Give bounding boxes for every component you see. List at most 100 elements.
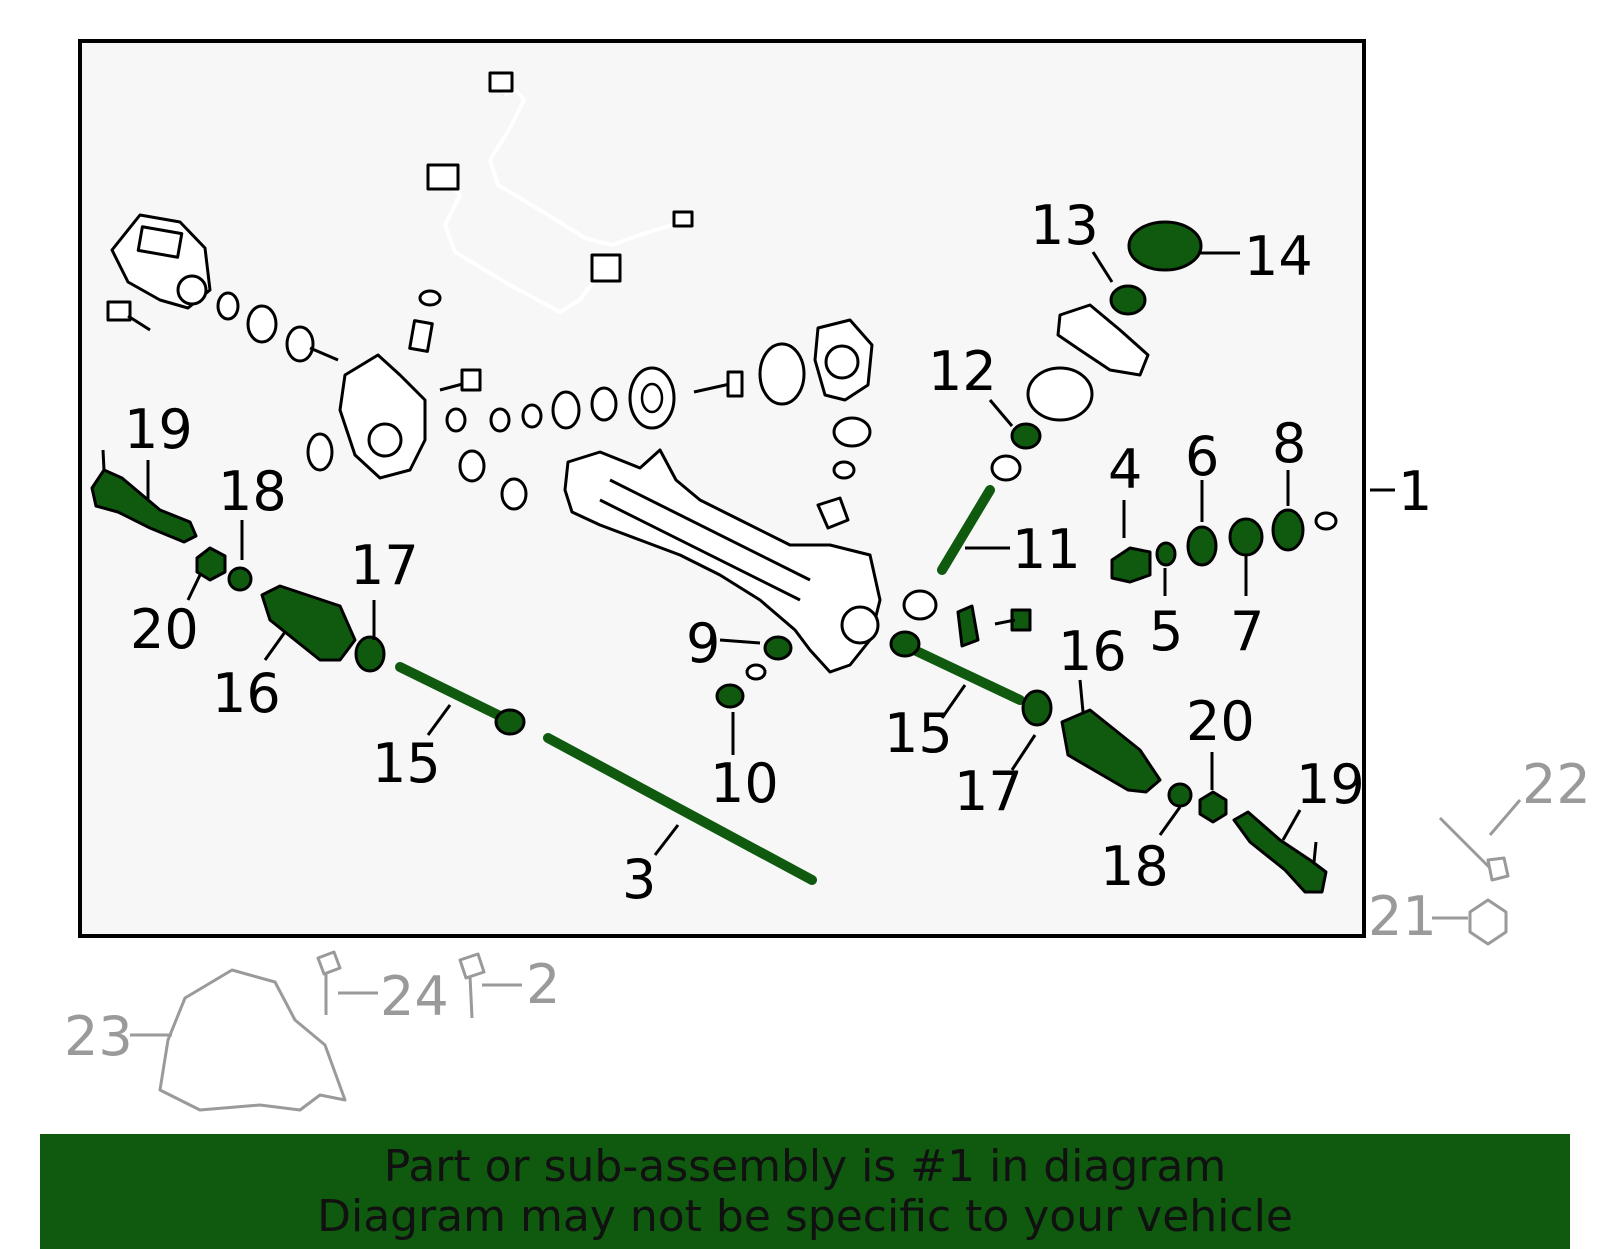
callout-1: 1 xyxy=(1398,460,1432,523)
callout-9: 9 xyxy=(686,612,720,675)
seal-cap xyxy=(816,496,850,530)
callout-23: 23 xyxy=(64,1005,133,1068)
boot-clamp xyxy=(1021,689,1053,727)
frame-nut xyxy=(1468,898,1508,946)
callout-24: 24 xyxy=(380,965,449,1028)
callout-17-right: 17 xyxy=(954,760,1023,823)
inner-tie-rod xyxy=(395,662,505,721)
cap xyxy=(1271,508,1305,552)
footer-line-1: Part or sub-assembly is #1 in diagram xyxy=(383,1140,1227,1192)
tie-rod-end xyxy=(1232,810,1328,894)
callout-10: 10 xyxy=(710,752,779,815)
dust-boot xyxy=(1060,708,1162,794)
rack-bar xyxy=(543,733,817,885)
callout-18-left: 18 xyxy=(218,460,287,523)
callout-13: 13 xyxy=(1030,194,1099,257)
callout-18-right: 18 xyxy=(1100,835,1169,898)
yoke-plug xyxy=(1186,525,1218,567)
housing-bolt xyxy=(439,368,482,392)
bushing xyxy=(489,407,511,433)
lock-nut xyxy=(195,546,227,582)
inner-tie-rod-joint xyxy=(494,708,526,736)
callout-12: 12 xyxy=(928,340,997,403)
footer-banner: Part or sub-assembly is #1 in diagram Di… xyxy=(40,1134,1570,1249)
bearing-ring xyxy=(216,291,240,321)
callout-20-right: 20 xyxy=(1186,690,1255,753)
valve-cover xyxy=(1056,303,1150,377)
seal xyxy=(832,460,856,480)
callout-17-left: 17 xyxy=(350,534,419,597)
bearing xyxy=(990,454,1022,482)
clamp xyxy=(1167,782,1193,808)
pinion-shaft xyxy=(937,485,995,575)
pinion-shaft xyxy=(693,370,744,398)
bearing-ring xyxy=(551,390,581,430)
worm-gear xyxy=(285,325,315,363)
callout-15-left: 15 xyxy=(372,732,441,795)
mount-bolt xyxy=(458,952,486,1019)
leader-lines-gray xyxy=(130,799,1522,1037)
callout-5: 5 xyxy=(1149,600,1183,663)
seal xyxy=(1109,284,1147,316)
seal xyxy=(1010,422,1042,450)
callout-19-left: 19 xyxy=(124,398,193,461)
footer-line-2: Diagram may not be specific to your vehi… xyxy=(317,1190,1293,1242)
cap-small xyxy=(1314,511,1338,531)
gear-cover xyxy=(158,968,347,1112)
bearing-ring xyxy=(590,386,618,422)
seal xyxy=(832,416,872,448)
callout-4: 4 xyxy=(1108,438,1142,501)
seal xyxy=(763,635,793,661)
leader-lines xyxy=(146,251,1395,856)
seal xyxy=(715,683,745,709)
o-ring xyxy=(1026,366,1094,422)
gear-housing xyxy=(338,353,427,480)
bushing xyxy=(445,407,467,433)
callout-16-left: 16 xyxy=(212,662,281,725)
rack-housing xyxy=(563,448,882,674)
inner-tie-rod xyxy=(905,643,1025,705)
cover-cap xyxy=(1127,220,1203,272)
callout-16-right: 16 xyxy=(1058,620,1127,683)
callout-20-left: 20 xyxy=(130,598,199,661)
drive-gear-hub xyxy=(640,382,664,414)
callout-8: 8 xyxy=(1272,412,1306,475)
o-ring xyxy=(306,432,334,472)
sensor-pin xyxy=(408,319,434,353)
o-ring xyxy=(458,449,486,483)
bracket xyxy=(956,604,980,648)
dust-boot xyxy=(260,584,357,662)
callout-21: 21 xyxy=(1368,885,1437,948)
o-ring xyxy=(758,342,806,406)
frame-bolt xyxy=(1438,816,1510,882)
lock-nut-sleeve xyxy=(1228,517,1264,557)
motor-unit xyxy=(110,213,212,310)
bearing-ring xyxy=(246,304,278,344)
lock-nut xyxy=(1198,790,1228,824)
callout-2: 2 xyxy=(526,953,560,1016)
seal-small xyxy=(745,663,767,681)
tie-rod-end xyxy=(90,449,198,544)
callouts: 1 2 3 4 5 6 7 8 9 10 11 12 13 14 15 15 1… xyxy=(64,194,1591,1068)
motor-bolt xyxy=(106,300,151,332)
bracket-bolt xyxy=(994,608,1032,632)
gear-housing-bore xyxy=(367,422,403,458)
o-ring xyxy=(500,477,528,511)
footer-banner-bg xyxy=(40,1134,1570,1249)
callout-7: 7 xyxy=(1230,600,1264,663)
inner-tie-rod-joint xyxy=(889,630,921,658)
callout-19-right: 19 xyxy=(1296,753,1365,816)
callout-6: 6 xyxy=(1185,425,1219,488)
washer xyxy=(902,589,938,621)
callout-11: 11 xyxy=(1012,518,1081,581)
spring xyxy=(1155,541,1177,567)
bushing xyxy=(521,403,543,429)
clamp xyxy=(227,566,253,592)
mount-bolt xyxy=(316,950,342,1015)
wiring-harness xyxy=(426,71,694,315)
housing-cover-bore xyxy=(824,344,860,380)
boot-clamp xyxy=(354,635,386,673)
o-ring xyxy=(418,289,442,307)
callout-22: 22 xyxy=(1522,753,1591,816)
